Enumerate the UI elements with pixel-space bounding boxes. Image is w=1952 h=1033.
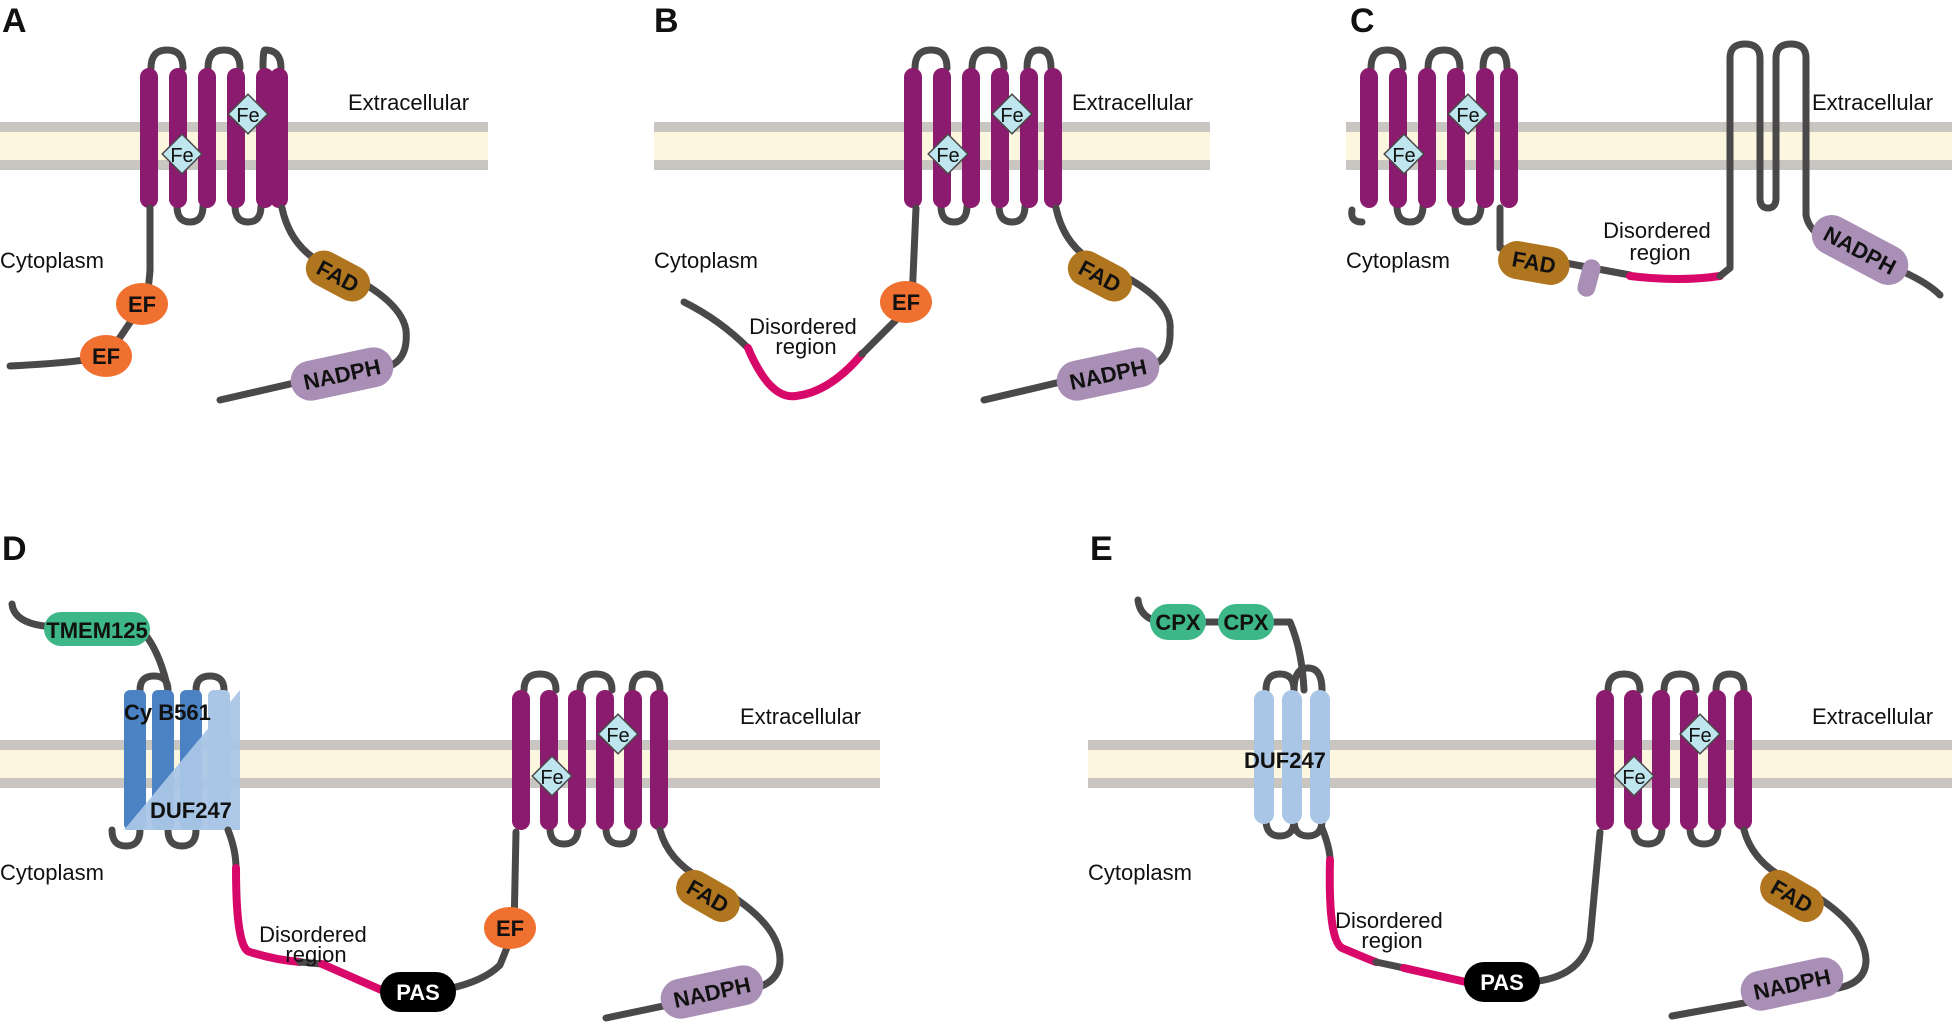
fe-diamond-icon: Fe	[1679, 713, 1721, 755]
chain-c-n	[1348, 206, 1366, 226]
nadph-domain-a: NADPH	[290, 347, 394, 401]
svg-text:Fe: Fe	[236, 105, 259, 127]
disordered-label-c: Disordered region	[1603, 218, 1717, 265]
panel-letter-d: D	[2, 530, 27, 568]
cytoplasm-label-a: Cytoplasm	[0, 248, 104, 273]
chain-b-mid	[858, 204, 920, 358]
disordered-region-d1	[232, 864, 304, 966]
svg-text:Fe: Fe	[1688, 725, 1711, 747]
panel-letter-b: B	[654, 2, 679, 40]
pas-domain-d: PAS	[380, 972, 456, 1012]
nadph-domain-b: NADPH	[1056, 347, 1160, 401]
extracellular-label-b: Extracellular	[1072, 90, 1193, 115]
cyb561-duf247-bundle-d	[108, 672, 240, 850]
cyb561-label-d: Cy B561	[124, 700, 211, 725]
cpx-domain-e2: CPX	[1218, 604, 1274, 640]
ef-domain-a1: EF	[116, 283, 168, 325]
duf247-label-e: DUF247	[1244, 748, 1326, 773]
chain-e-mid1	[1318, 824, 1334, 864]
svg-text:Fe: Fe	[1000, 105, 1023, 127]
fe-diamond-icon: Fe	[1383, 133, 1425, 175]
svg-text:EF: EF	[128, 292, 156, 317]
disordered-region-d2	[318, 960, 390, 996]
fe-diamond-icon: Fe	[1447, 93, 1489, 135]
disordered-label-b: Disordered region	[749, 314, 863, 359]
fad-domain-e: FAD	[1760, 870, 1824, 922]
svg-text:PAS: PAS	[396, 980, 440, 1005]
membrane-e	[1088, 740, 1952, 788]
cytoplasm-label-d: Cytoplasm	[0, 860, 104, 885]
fe-diamond-icon: Fe	[227, 93, 269, 135]
nadph-domain-d: NADPH	[660, 965, 764, 1019]
ef-domain-d: EF	[484, 907, 536, 949]
svg-text:PAS: PAS	[1480, 970, 1524, 995]
pas-domain-e: PAS	[1464, 962, 1540, 1002]
svg-text:Fe: Fe	[1622, 767, 1645, 789]
cytoplasm-label-e: Cytoplasm	[1088, 860, 1192, 885]
fad-domain-c: FAD	[1498, 241, 1570, 285]
ef-domain-b: EF	[880, 281, 932, 323]
disordered-label-d: Disordered region	[259, 922, 373, 967]
ef-domain-a2: EF	[80, 335, 132, 377]
disordered-region-e1	[1325, 856, 1380, 966]
panel-letter-e: E	[1090, 530, 1113, 568]
helix-bundle-a	[140, 46, 288, 226]
extracellular-label-c: Extracellular	[1812, 90, 1933, 115]
cpx-domain-e1: CPX	[1150, 604, 1206, 640]
svg-text:EF: EF	[92, 344, 120, 369]
cytoplasm-label-b: Cytoplasm	[654, 248, 758, 273]
duf247-label-d: DUF247	[150, 798, 232, 823]
svg-text:EF: EF	[892, 290, 920, 315]
chain-e-mid3	[1526, 828, 1604, 986]
membrane-b	[654, 122, 1210, 170]
fe-diamond-icon: Fe	[161, 133, 203, 175]
panel-letter-a: A	[2, 2, 27, 40]
svg-text:EF: EF	[496, 916, 524, 941]
svg-text:CPX: CPX	[1223, 610, 1269, 635]
svg-text:Fe: Fe	[1392, 145, 1415, 167]
svg-text:Fe: Fe	[606, 725, 629, 747]
extracellular-label-d: Extracellular	[740, 704, 861, 729]
extracellular-label-a: Extracellular	[348, 90, 469, 115]
small-nadph-fragment-c	[1577, 259, 1601, 297]
panel-letter-c: C	[1350, 2, 1375, 40]
cytoplasm-label-c: Cytoplasm	[1346, 248, 1450, 273]
membrane-d	[0, 740, 880, 788]
chain-d-c	[602, 826, 784, 1022]
fad-domain-d: FAD	[676, 870, 740, 922]
svg-text:Fe: Fe	[540, 767, 563, 789]
fe-diamond-icon: Fe	[597, 713, 639, 755]
chain-d-mid1	[224, 826, 240, 872]
fe-diamond-icon: Fe	[927, 133, 969, 175]
fad-domain-b: FAD	[1067, 250, 1133, 302]
fe-diamond-icon: Fe	[991, 93, 1033, 135]
duf247-bundle-e	[1254, 664, 1330, 840]
svg-text:TMEM125: TMEM125	[46, 618, 147, 643]
svg-text:Fe: Fe	[936, 145, 959, 167]
disordered-region-e2	[1400, 964, 1470, 986]
fe-diamond-icon: Fe	[1613, 755, 1655, 797]
nadph-domain-c: NADPH	[1811, 214, 1909, 286]
svg-text:Fe: Fe	[1456, 105, 1479, 127]
chain-e-c	[1668, 826, 1870, 1020]
disordered-region-c	[1626, 272, 1724, 283]
membrane-c	[1346, 122, 1952, 170]
fe-diamond-icon: Fe	[531, 755, 573, 797]
nadph-domain-e: NADPH	[1740, 957, 1844, 1011]
svg-text:CPX: CPX	[1155, 610, 1201, 635]
chain-e-mid2	[1372, 958, 1408, 972]
extracellular-label-e: Extracellular	[1812, 704, 1933, 729]
svg-text:Fe: Fe	[170, 145, 193, 167]
disordered-label-e: Disordered region	[1335, 908, 1449, 953]
disordered-region-b	[744, 344, 866, 401]
chain-b-n	[680, 298, 752, 352]
tmem125-domain-d: TMEM125	[44, 612, 150, 646]
